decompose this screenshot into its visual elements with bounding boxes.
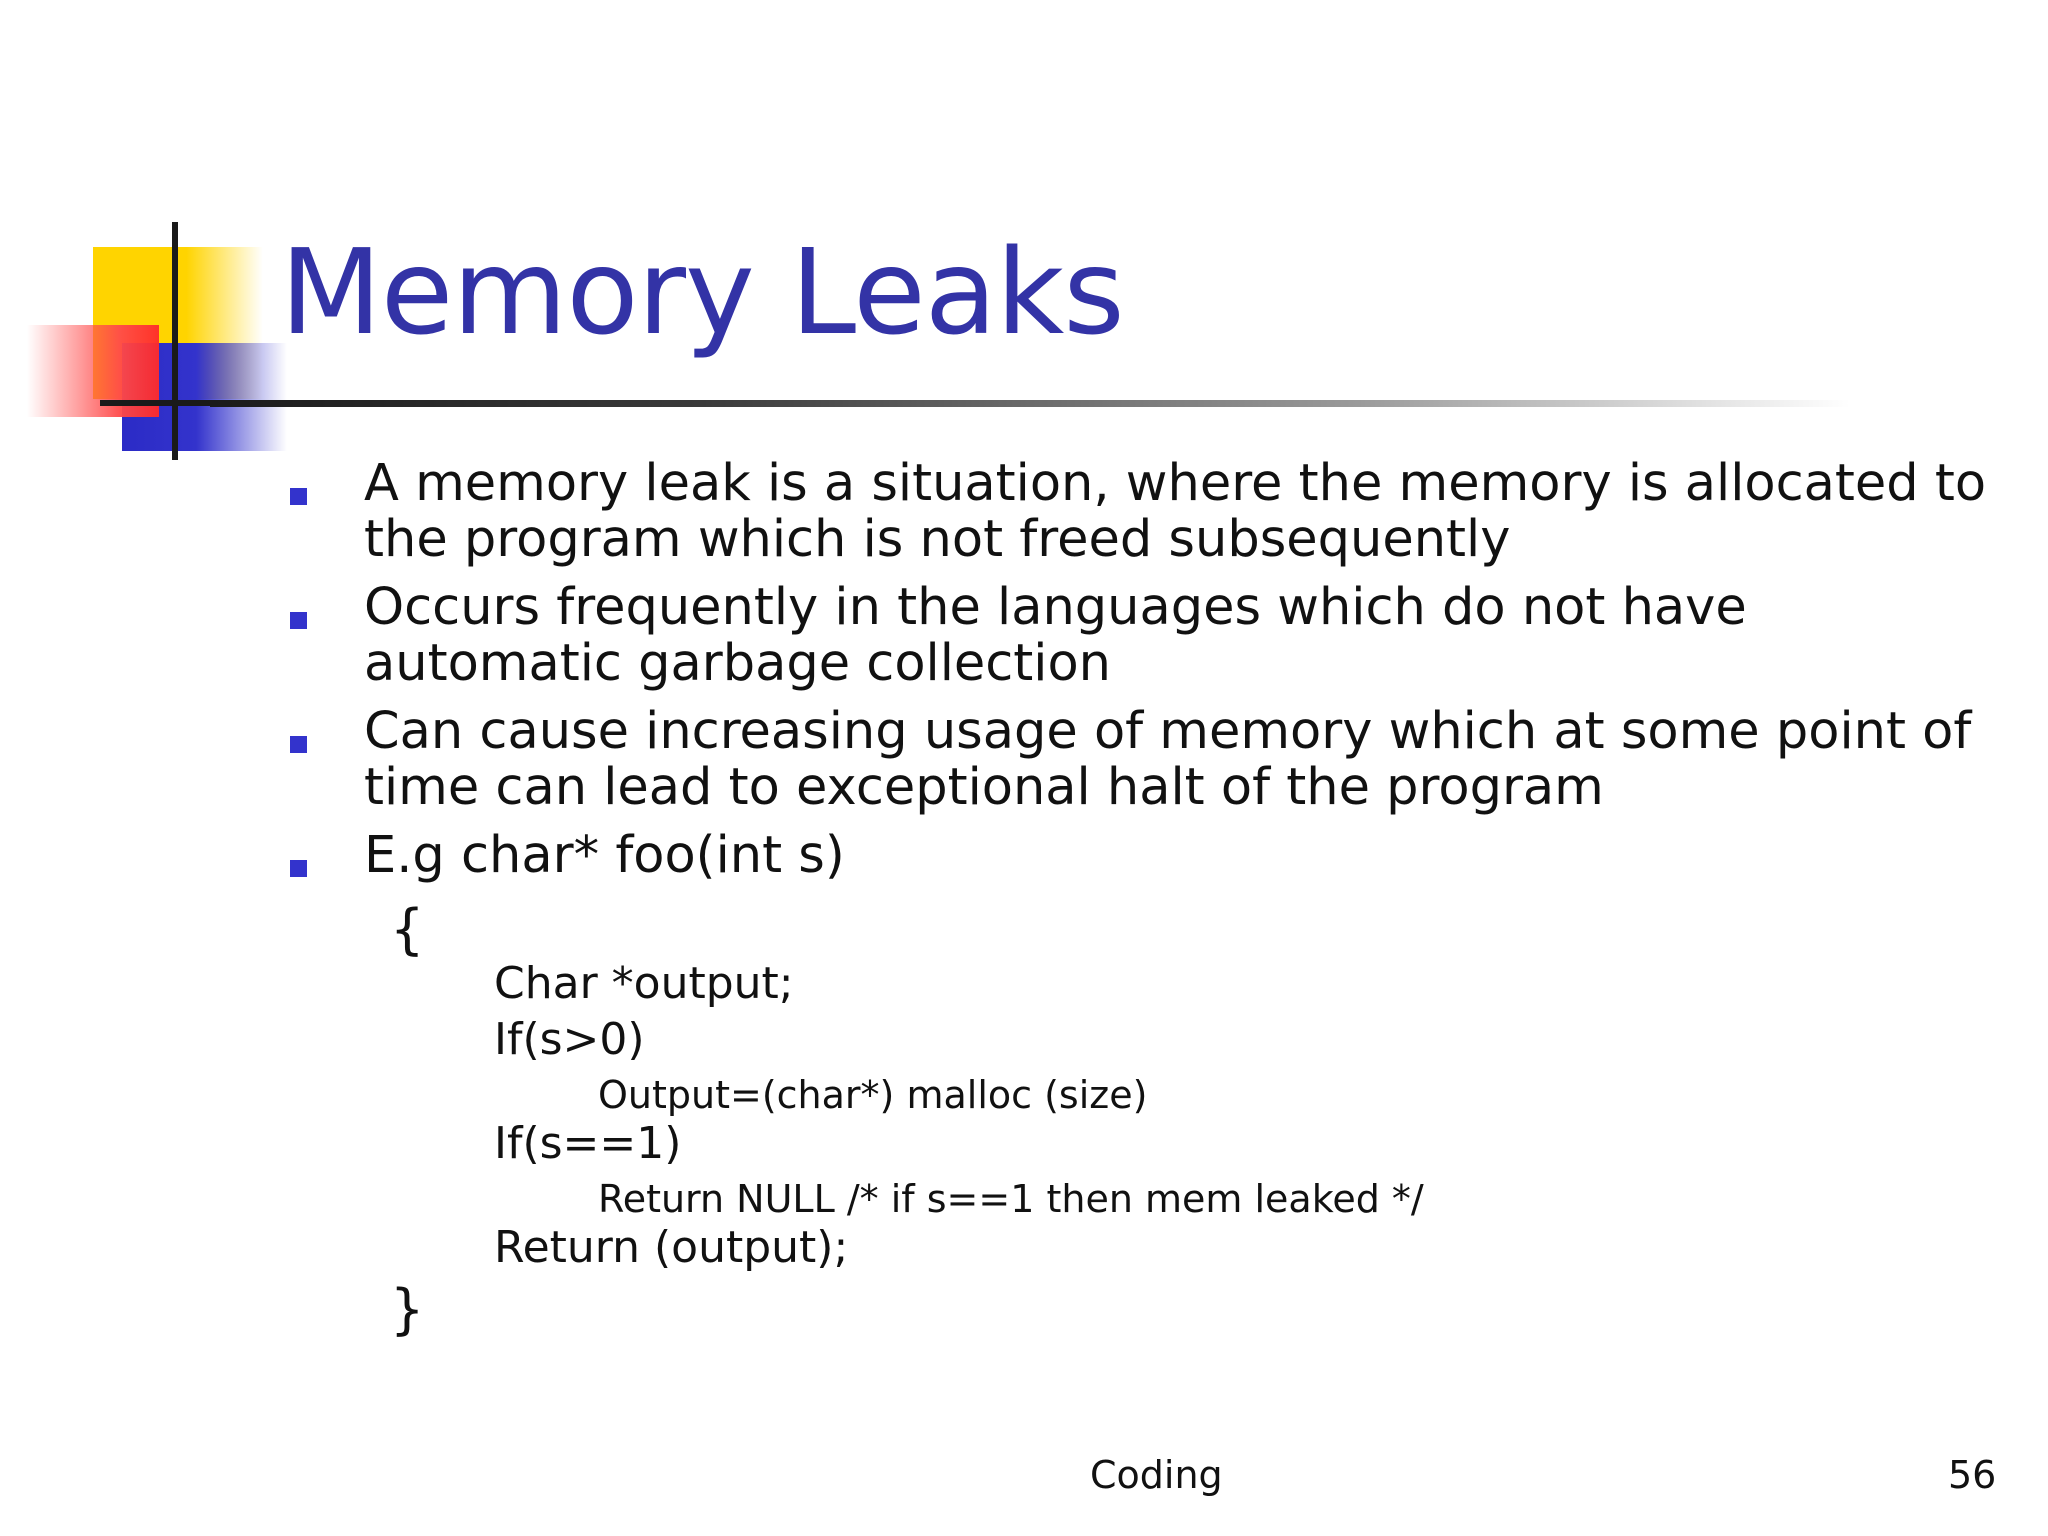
code-line: Output=(char*) malloc (size) <box>598 1073 1148 1117</box>
code-line: If(s>0) <box>494 1014 645 1065</box>
code-line: Return NULL /* if s==1 then mem leaked *… <box>598 1177 1424 1221</box>
square-bullet-icon <box>290 612 307 629</box>
bullet-item: E.g char* foo(int s) <box>290 828 2010 884</box>
decorative-logo <box>0 0 320 480</box>
bullet-text: A memory leak is a situation, where the … <box>364 454 1987 569</box>
square-bullet-icon <box>290 860 307 877</box>
code-line: Return (output); <box>494 1222 849 1273</box>
code-line: Char *output; <box>494 958 794 1009</box>
code-open-brace: { <box>390 898 425 961</box>
bullet-list: A memory leak is a situation, where the … <box>290 456 2010 896</box>
vertical-rule-decoration <box>172 222 178 460</box>
bullet-item: Can cause increasing usage of memory whi… <box>290 704 2010 816</box>
title-underline <box>210 400 1850 407</box>
bullet-text: E.g char* foo(int s) <box>364 826 845 885</box>
bullet-item: Occurs frequently in the languages which… <box>290 580 2010 692</box>
slide-title: Memory Leaks <box>280 223 1125 361</box>
square-bullet-icon <box>290 736 307 753</box>
bullet-text: Occurs frequently in the languages which… <box>364 578 1747 693</box>
square-bullet-icon <box>290 488 307 505</box>
code-line: If(s==1) <box>494 1118 682 1169</box>
bullet-item: A memory leak is a situation, where the … <box>290 456 2010 568</box>
bullet-text: Can cause increasing usage of memory whi… <box>364 702 1972 817</box>
footer-label: Coding <box>1090 1453 1223 1497</box>
code-close-brace: } <box>390 1278 425 1341</box>
page-number: 56 <box>1948 1453 1997 1497</box>
horizontal-rule-decoration <box>100 400 220 406</box>
